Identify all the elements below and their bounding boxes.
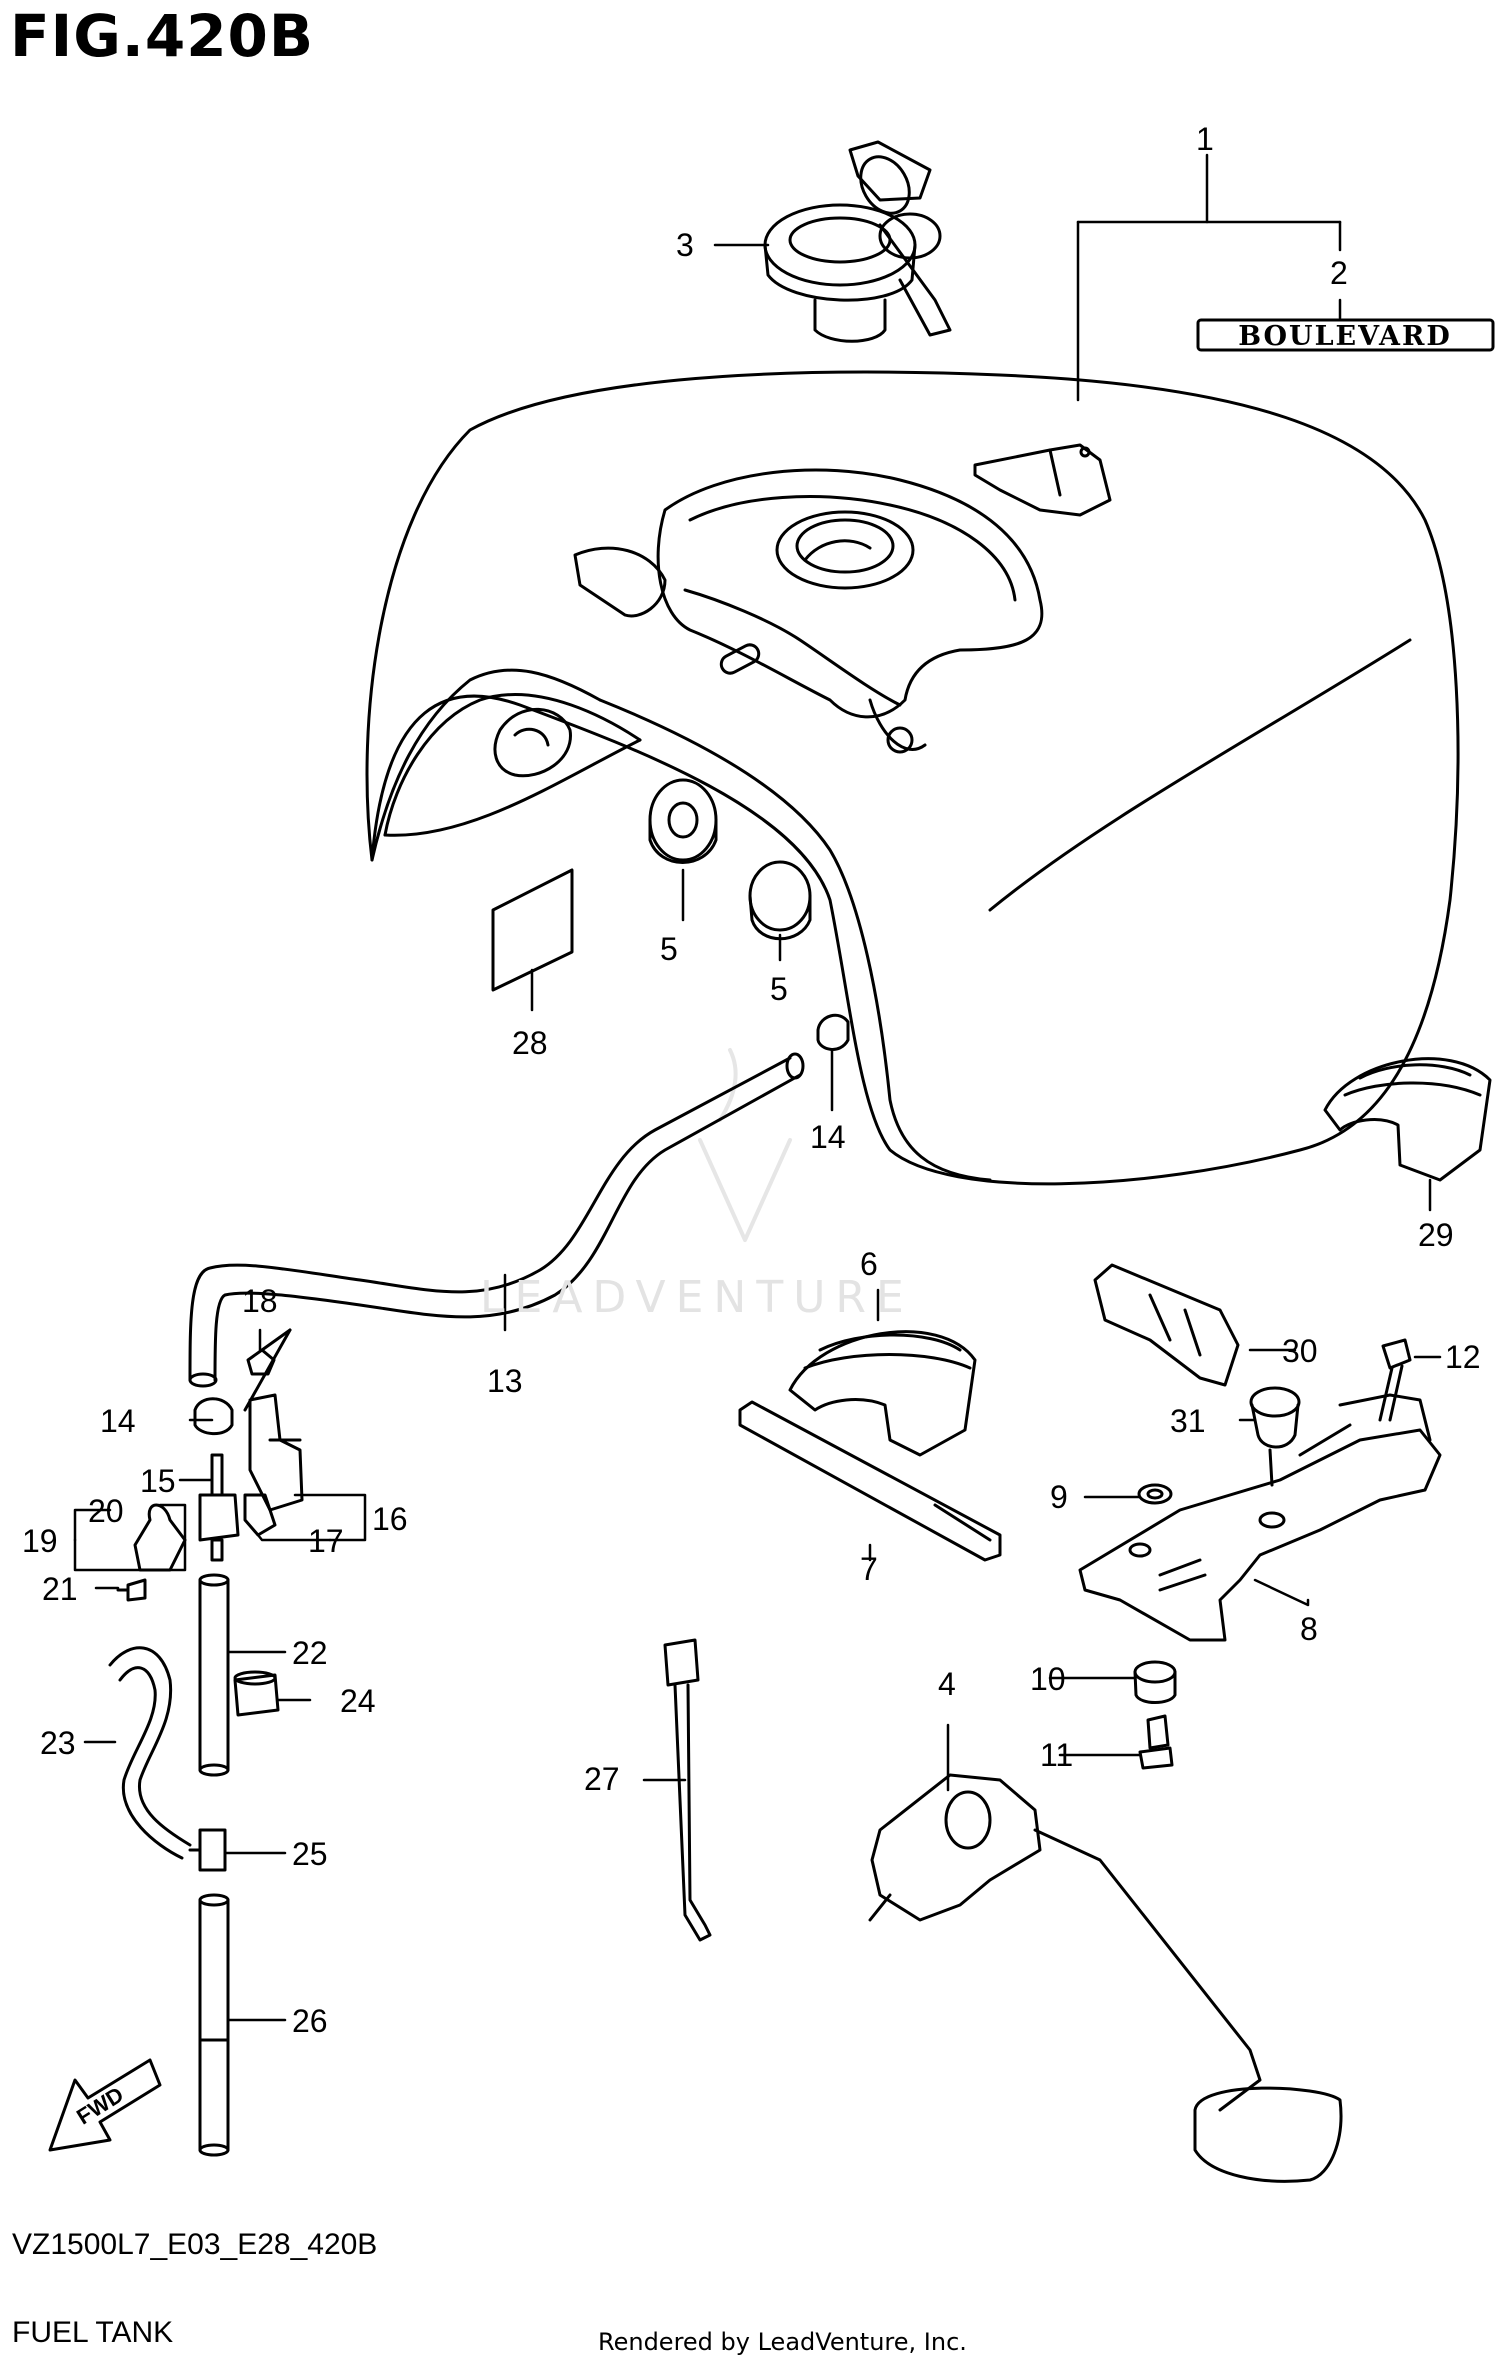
callout-24: 24 [340,1683,376,1719]
callout-30: 30 [1282,1333,1318,1369]
washer [1137,1483,1173,1505]
grommet [648,778,718,864]
bolt [1378,1338,1412,1422]
callout-29: 29 [1418,1217,1454,1253]
decal-text: BOULEVARD [1238,321,1452,352]
callout-21: 21 [42,1571,78,1607]
callout-25: 25 [292,1836,328,1872]
callout-16: 16 [372,1501,408,1537]
watermark-text: LEADVENTURE [480,1272,914,1323]
callout-23: 23 [40,1725,76,1761]
callout-8: 8 [1300,1611,1318,1647]
grommet [1133,1660,1177,1704]
callout-20: 20 [88,1493,124,1529]
callout-15: 15 [140,1463,176,1499]
callout-1: 1 [1196,121,1214,157]
fuel-cap [763,140,952,343]
callout-14: 14 [810,1119,846,1155]
leader-lines [73,153,1442,2022]
callout-10: 10 [1030,1661,1066,1697]
callout-11: 11 [1040,1737,1073,1773]
callout-17: 17 [308,1523,344,1559]
callout-13: 13 [487,1363,523,1399]
tank-cushion [1323,1057,1492,1182]
cable-tie-strap [738,1400,1002,1562]
bolt [1138,1714,1174,1770]
rendered-by-credit: Rendered by LeadVenture, Inc. [598,2328,967,2356]
figure-title: FIG.420B [10,2,315,70]
callout-14: 14 [100,1403,136,1439]
section-name: FUEL TANK [12,2316,174,2349]
fuel-tank [365,370,1460,1186]
boulevard-decal [1196,318,1495,352]
tank-cushion [788,1330,977,1457]
grommet [748,860,812,941]
tank-mounting-plate [1078,1393,1442,1642]
watermark-logo [698,1048,792,1242]
callout-28: 28 [512,1025,548,1061]
callout-12: 12 [1445,1339,1481,1375]
callout-4: 4 [938,1666,956,1702]
caution-label [491,868,574,992]
callout-5: 5 [770,971,788,1007]
forward-arrow [48,2058,162,2152]
callout-9: 9 [1050,1479,1068,1515]
model-code: VZ1500L7_E03_E28_420B [12,2228,378,2261]
fuel-level-gauge [868,1773,1343,2183]
callout-22: 22 [292,1635,328,1671]
rubber-damper [1093,1263,1240,1387]
fuel-valve-assembly [108,1328,304,2157]
callout-2: 2 [1330,255,1348,291]
callout-18: 18 [242,1283,278,1319]
breather-hose [188,1052,805,1388]
callout-6: 6 [860,1246,878,1282]
rubber-cushion [1249,1386,1301,1487]
callout-26: 26 [292,2003,328,2039]
callout-7: 7 [860,1551,878,1587]
callout-3: 3 [676,227,694,263]
callout-19: 19 [22,1523,58,1559]
callout-31: 31 [1170,1403,1206,1439]
callout-27: 27 [584,1761,620,1797]
callout-5: 5 [660,931,678,967]
cable-tie [663,1638,712,1942]
hose-clamp [816,1013,850,1051]
